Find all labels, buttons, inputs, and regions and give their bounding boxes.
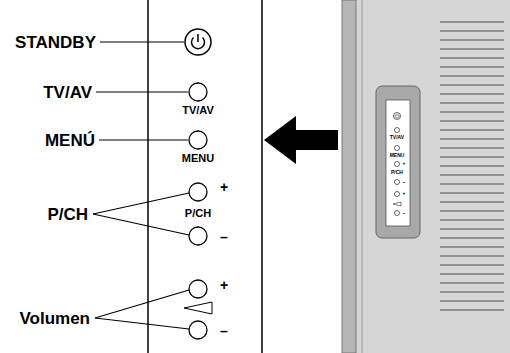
power-symbol (192, 34, 205, 49)
button (189, 183, 207, 201)
tiny-sign: – (403, 180, 406, 185)
button (189, 280, 207, 298)
button (189, 131, 207, 149)
callout-label: TV/AV (43, 84, 92, 101)
callout-label: MENÚ (45, 132, 95, 149)
panel-border (147, 0, 149, 353)
tiny-sign: – (403, 211, 406, 216)
tv-edge (362, 0, 363, 353)
leader-line (95, 290, 189, 318)
panel-recess (376, 86, 420, 238)
tv-bezel (342, 0, 356, 353)
button-sign: + (220, 180, 228, 194)
callout-label: P/CH (47, 206, 88, 223)
callout-label: STANDBY (15, 34, 96, 51)
button-sign: – (220, 324, 228, 338)
tiny-button (395, 128, 400, 133)
button-sign: – (220, 230, 228, 244)
tiny-button (394, 113, 401, 120)
tiny-sign: + (403, 191, 406, 196)
tiny-button (395, 162, 400, 167)
pointer-arrow (264, 116, 338, 164)
leader-line (96, 91, 188, 92)
button-sign: + (220, 278, 228, 292)
power-symbol (395, 114, 399, 119)
leader-line (99, 139, 188, 140)
tiny-label: MENU (390, 153, 405, 158)
tiny-button (395, 192, 400, 197)
panel-border (261, 0, 263, 353)
leader-line (93, 193, 189, 214)
button (189, 227, 207, 245)
leader-line (100, 41, 184, 42)
button-label: P/CH (185, 208, 211, 219)
standby-button (185, 29, 211, 55)
tiny-button (395, 146, 400, 151)
volume-symbol (393, 202, 401, 206)
leader-line (95, 318, 189, 329)
tiny-sign: + (403, 161, 406, 166)
leader-line (93, 214, 189, 235)
tiny-label: TV/AV (390, 135, 404, 140)
panel-ground (148, 0, 262, 353)
button (189, 321, 207, 339)
tiny-button (395, 211, 400, 216)
callout-label: Volumen (19, 310, 90, 327)
tv-grille (440, 22, 504, 310)
tv-panel (386, 100, 410, 226)
button-label: MENU (182, 153, 214, 164)
volume-symbol (184, 302, 212, 314)
tv-body (342, 0, 510, 353)
tiny-label: P/CH (391, 170, 403, 175)
button (189, 83, 207, 101)
tiny-button (395, 180, 400, 185)
button-label: TV/AV (182, 105, 214, 116)
